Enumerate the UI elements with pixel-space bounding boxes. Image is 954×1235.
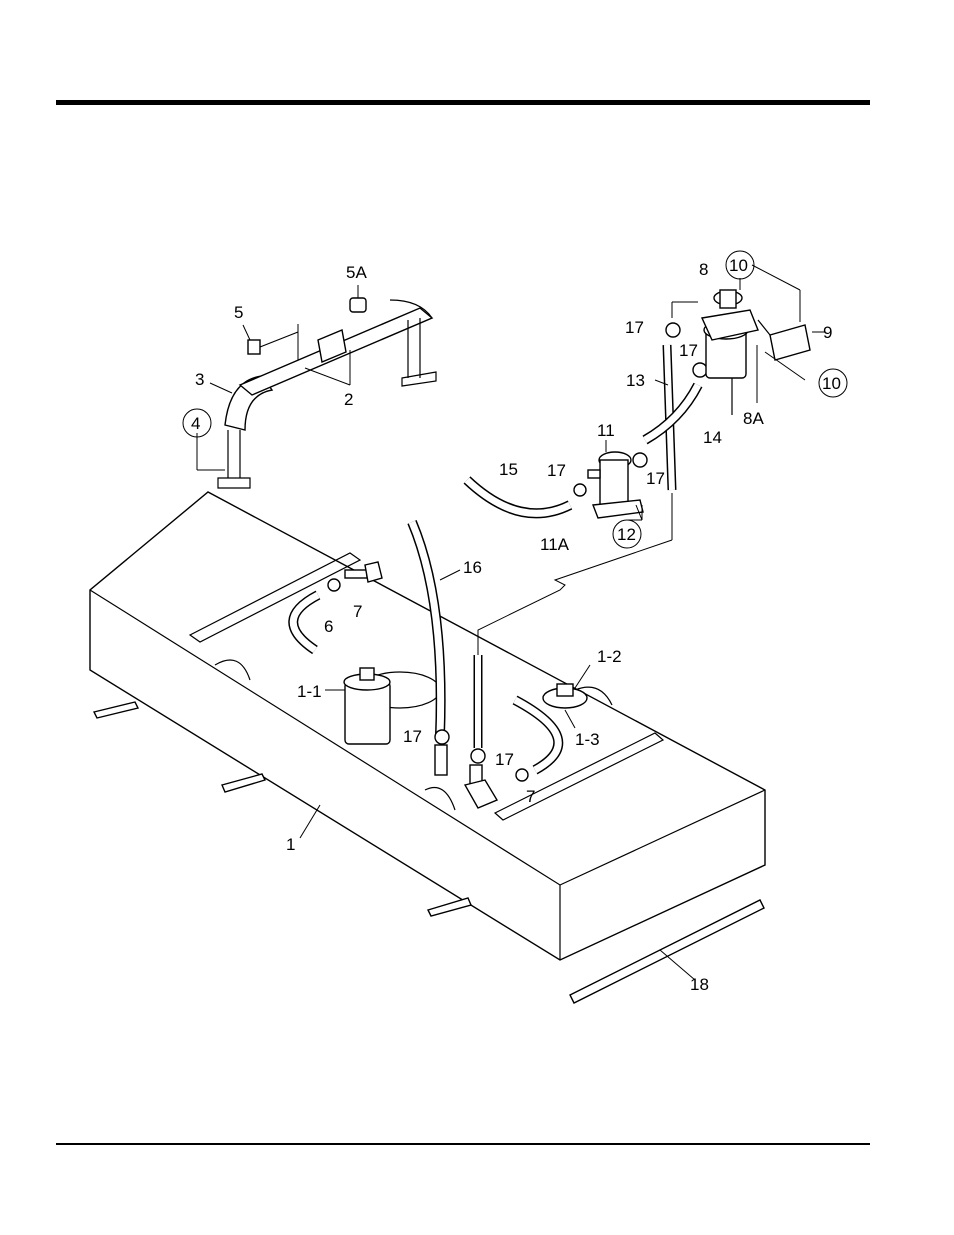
label-16: 16 bbox=[463, 558, 482, 577]
sending-unit bbox=[344, 668, 390, 744]
label-7-upper: 7 bbox=[353, 602, 362, 621]
label-1-2: 1-2 bbox=[597, 647, 622, 666]
label-1: 1 bbox=[286, 835, 295, 854]
label-14: 14 bbox=[703, 428, 722, 447]
label-18: 18 bbox=[690, 975, 709, 994]
label-17-filter: 17 bbox=[625, 318, 644, 337]
label-7-lower: 7 bbox=[526, 787, 535, 806]
label-17-hose15: 17 bbox=[547, 461, 566, 480]
label-5a: 5A bbox=[346, 263, 367, 282]
fuel-filter bbox=[702, 290, 758, 415]
label-17-hose14: 17 bbox=[679, 341, 698, 360]
label-8a: 8A bbox=[743, 409, 764, 428]
label-9: 9 bbox=[823, 323, 832, 342]
label-11: 11 bbox=[597, 421, 615, 440]
label-4: 4 bbox=[191, 414, 200, 433]
label-17-tube13: 17 bbox=[495, 750, 514, 769]
label-11a: 11A bbox=[540, 535, 570, 554]
label-1-1: 1-1 bbox=[297, 682, 322, 701]
label-15: 15 bbox=[499, 460, 518, 479]
bolt bbox=[248, 332, 298, 354]
label-13: 13 bbox=[626, 371, 645, 390]
tank-strap bbox=[218, 376, 272, 488]
label-2: 2 bbox=[344, 390, 353, 409]
label-12: 12 bbox=[617, 525, 636, 544]
label-8: 8 bbox=[699, 260, 708, 279]
nut bbox=[350, 298, 366, 312]
label-10-top: 10 bbox=[729, 256, 748, 275]
label-1-3: 1-3 bbox=[575, 730, 600, 749]
label-6: 6 bbox=[324, 617, 333, 636]
label-5: 5 bbox=[234, 303, 243, 322]
label-17-valve: 17 bbox=[646, 469, 665, 488]
label-17-hose16: 17 bbox=[403, 727, 422, 746]
label-10-bottom: 10 bbox=[822, 374, 841, 393]
label-3: 3 bbox=[195, 370, 204, 389]
filter-bracket bbox=[758, 320, 810, 360]
